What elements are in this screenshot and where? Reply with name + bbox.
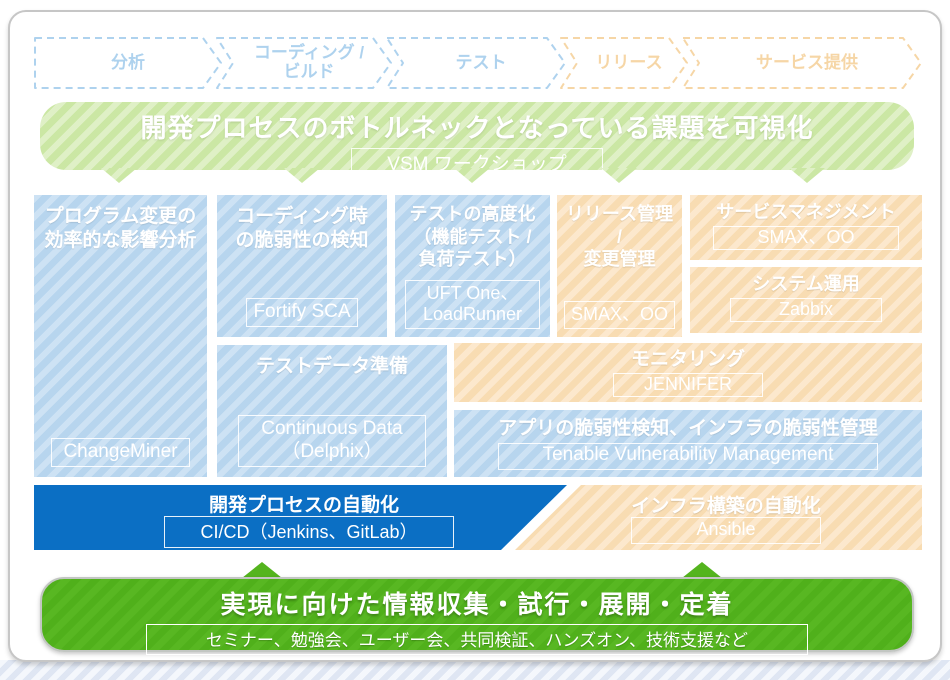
banner-title: 開発プロセスのボトルネックとなっている課題を可視化 bbox=[140, 113, 814, 143]
solution-box-test-data-preparation: テストデータ準備 Continuous Data （Delphix） bbox=[217, 345, 447, 477]
solution-box-service-management: サービスマネジメント SMAX、OO bbox=[690, 195, 922, 260]
solution-title: サービスマネジメント bbox=[716, 202, 896, 222]
product-box: Tenable Vulnerability Management bbox=[498, 442, 878, 470]
solution-box-code-vulnerability: コーディング時 の脆弱性の検知 Fortify SCA bbox=[217, 195, 387, 337]
solution-title: システム運用 bbox=[752, 274, 860, 294]
product-box: UFT One、 LoadRunner bbox=[404, 279, 541, 329]
solution-box-impact-analysis: プログラム変更の 効率的な影響分析 ChangeMiner bbox=[34, 195, 207, 477]
solution-title: コーディング時 の脆弱性の検知 bbox=[235, 206, 369, 251]
banner-product-box: セミナー、勉強会、ユーザー会、共同検証、ハンズオン、技術支援など bbox=[146, 624, 808, 655]
dev-automation-title: 開発プロセスの自動化 bbox=[208, 495, 399, 516]
solution-box-monitoring: モニタリング JENNIFER bbox=[454, 343, 922, 402]
solution-title: アプリの脆弱性検知、インフラの脆弱性管理 bbox=[498, 418, 878, 439]
phase-chevron-release: リリース bbox=[560, 37, 688, 89]
phase-label: サービス提供 bbox=[756, 52, 858, 72]
dev-automation-product-box: CI/CD（Jenkins、GitLab） bbox=[164, 516, 454, 548]
product-box: Fortify SCA bbox=[246, 298, 358, 327]
pointer-up-icon bbox=[682, 562, 722, 578]
solution-title: プログラム変更の 効率的な影響分析 bbox=[44, 206, 197, 251]
phase-chevron-service: サービス提供 bbox=[682, 37, 922, 89]
phase-label: コーディング / ビルド bbox=[253, 43, 365, 81]
phase-label: 分析 bbox=[111, 52, 145, 72]
pointer-down-icon bbox=[601, 168, 637, 183]
solution-title: モニタリング bbox=[630, 349, 745, 370]
infra-automation-product-box: Ansible bbox=[631, 517, 821, 544]
chevron-outline-icon bbox=[386, 37, 566, 89]
chevron-outline-icon bbox=[682, 37, 922, 89]
page-background-stripe bbox=[0, 660, 950, 680]
banner-title: 実現に向けた情報収集・試行・展開・定着 bbox=[220, 591, 734, 619]
solution-box-vulnerability-management: アプリの脆弱性検知、インフラの脆弱性管理 Tenable Vulnerabili… bbox=[454, 410, 922, 477]
visualization-banner: 開発プロセスのボトルネックとなっている課題を可視化 VSM ワークショップ bbox=[40, 102, 914, 179]
solution-box-release-management: リリース管理 / 変更管理 SMAX、OO bbox=[557, 195, 682, 337]
infra-automation-title: インフラ構築の自動化 bbox=[631, 496, 821, 517]
phase-chevron-test: テスト bbox=[386, 37, 566, 89]
solution-title: テストの高度化 （機能テスト / 負荷テスト） bbox=[409, 204, 536, 269]
solution-title: リリース管理 / 変更管理 bbox=[565, 204, 674, 269]
pointer-down-icon bbox=[789, 168, 825, 183]
solution-box-system-operation: システム運用 Zabbix bbox=[690, 267, 922, 333]
phase-chevron-analysis: 分析 bbox=[34, 37, 222, 89]
pointer-up-icon bbox=[242, 562, 282, 578]
pointer-down-icon bbox=[101, 168, 137, 183]
phase-label: リリース bbox=[595, 52, 663, 72]
product-box: Zabbix bbox=[730, 297, 882, 323]
diagram-card: 分析 コーディング / ビルド テスト リリース サービス提供 開発プロセスのボ… bbox=[8, 10, 942, 662]
solution-box-test-advancement: テストの高度化 （機能テスト / 負荷テスト） UFT One、 LoadRun… bbox=[395, 195, 550, 337]
pointer-down-icon bbox=[284, 168, 320, 183]
product-box: Continuous Data （Delphix） bbox=[237, 415, 427, 467]
dev-automation-bar bbox=[34, 485, 567, 550]
phase-label: テスト bbox=[455, 52, 507, 72]
chevron-outline-icon bbox=[216, 37, 392, 89]
product-box: ChangeMiner bbox=[51, 438, 190, 467]
product-box: JENNIFER bbox=[613, 372, 763, 398]
chevron-outline-icon bbox=[560, 37, 688, 89]
product-box: SMAX、OO bbox=[713, 225, 899, 251]
phase-chevron-coding-build: コーディング / ビルド bbox=[216, 37, 392, 89]
adoption-banner: 実現に向けた情報収集・試行・展開・定着 セミナー、勉強会、ユーザー会、共同検証、… bbox=[40, 577, 914, 655]
product-box: SMAX、OO bbox=[563, 301, 675, 329]
automation-row: 開発プロセスの自動化 CI/CD（Jenkins、GitLab） インフラ構築の… bbox=[34, 485, 922, 550]
solution-title: テストデータ準備 bbox=[255, 356, 408, 377]
